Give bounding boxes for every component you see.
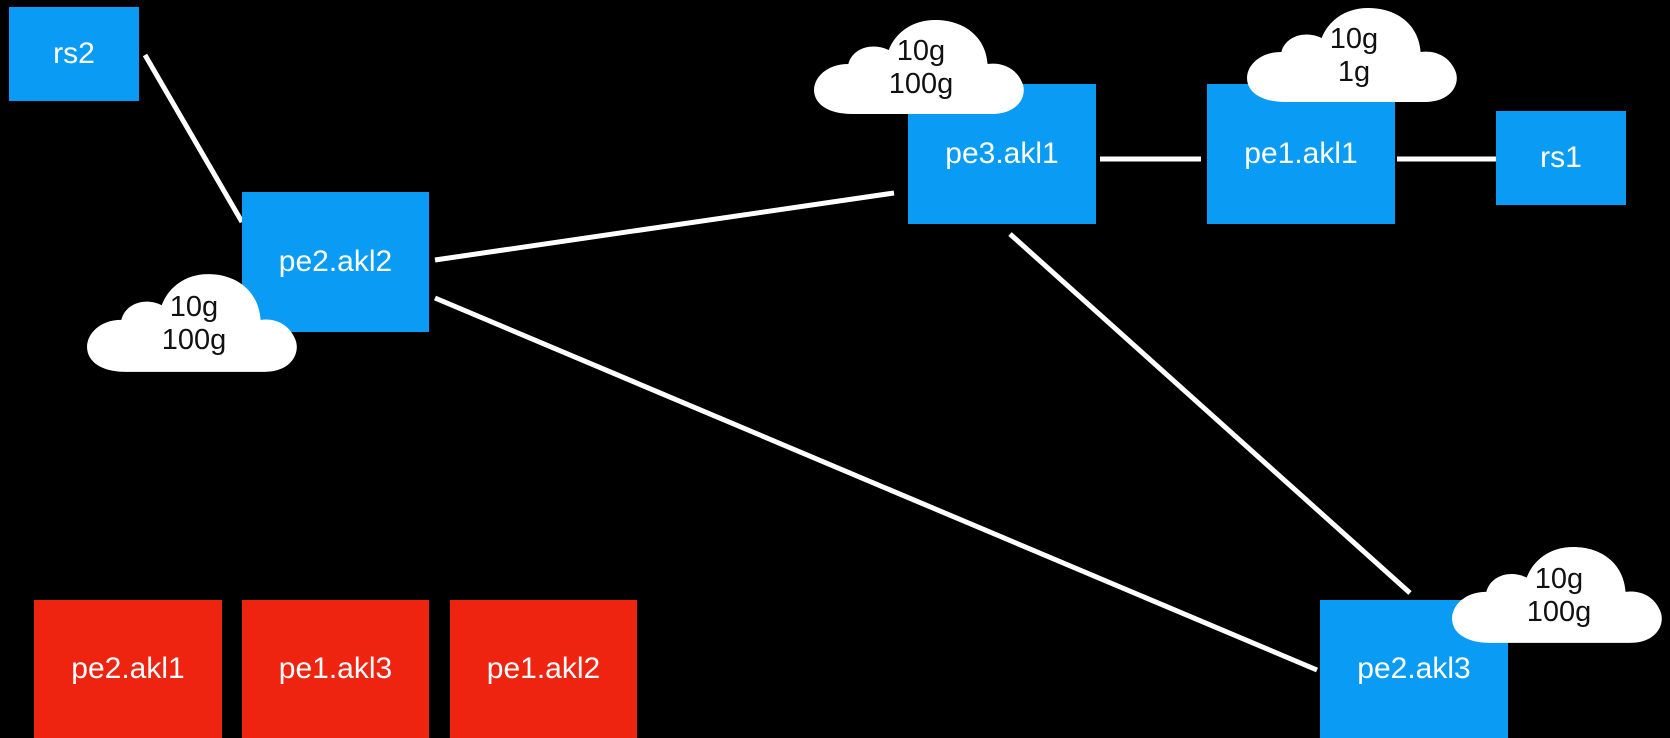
offline-node-pe1-akl2[interactable]: pe1.akl2: [450, 600, 637, 738]
cloud-label-line1: 10g: [1329, 23, 1379, 55]
cloud-icon: [87, 274, 297, 372]
cloud-label-line2: 100g: [161, 324, 227, 356]
cloud-icon: [814, 20, 1024, 114]
cloud-label-line2: 1g: [1337, 56, 1371, 88]
link-pe2-akl2-pe2-akl3: [434, 295, 1318, 673]
link-pe3-akl1-pe2-akl3: [1008, 232, 1412, 595]
node-rs1[interactable]: rs1: [1496, 111, 1626, 205]
node-label: pe2.akl3: [1357, 652, 1471, 685]
cloud-icon: [1247, 8, 1457, 102]
node-label: pe1.akl1: [1244, 137, 1358, 170]
node-rs2[interactable]: rs2: [9, 7, 139, 101]
cloud-label-line1: 10g: [1534, 563, 1584, 595]
node-pe2-akl2[interactable]: pe2.akl2: [242, 192, 429, 332]
cloud-pe2-akl2: 10g 100g: [83, 272, 305, 376]
cloud-label-line2: 100g: [888, 68, 954, 100]
cloud-label-line1: 10g: [169, 291, 219, 323]
offline-node-pe2-akl1[interactable]: pe2.akl1: [34, 600, 222, 738]
node-label: pe2.akl2: [278, 245, 393, 278]
link-rs2-pe2-akl2: [142, 53, 245, 224]
cloud-pe1-akl1: 10g 1g: [1243, 6, 1465, 106]
cloud-label-line1: 10g: [896, 35, 946, 67]
node-label: pe1.akl3: [278, 652, 393, 685]
link-pe2-akl2-pe3-akl1: [434, 190, 895, 263]
cloud-icon: [1452, 547, 1662, 643]
node-label: rs2: [53, 37, 95, 70]
cloud-pe3-akl1: 10g 100g: [810, 18, 1032, 118]
node-label: pe2.akl1: [71, 652, 185, 685]
node-label: pe3.akl1: [945, 137, 1059, 170]
node-label: rs1: [1540, 141, 1582, 174]
cloud-pe2-akl3: 10g 100g: [1448, 545, 1670, 647]
node-pe1-akl1[interactable]: pe1.akl1: [1207, 84, 1395, 224]
offline-node-pe1-akl3[interactable]: pe1.akl3: [242, 600, 429, 738]
cloud-label-line2: 100g: [1526, 596, 1592, 628]
node-label: pe1.akl2: [486, 652, 601, 685]
